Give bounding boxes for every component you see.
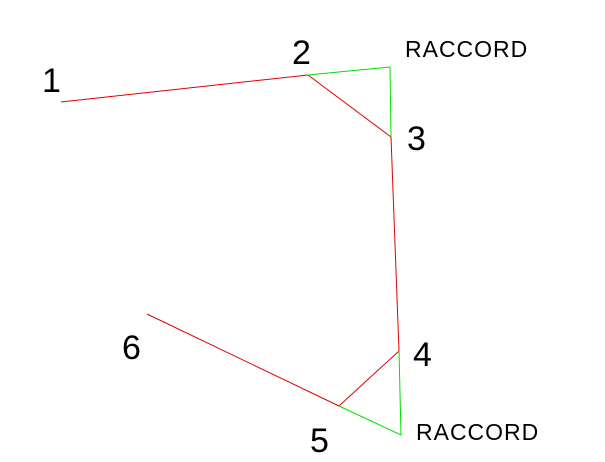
point-label-4: 4 [413, 336, 432, 374]
segment-1-2 [60, 74, 309, 103]
chord-2-3 [307, 74, 392, 138]
raccord-top-lines [307, 66, 392, 138]
point-label-6: 6 [122, 329, 141, 367]
raccord-label-bottom: RACCORD [416, 419, 539, 445]
point-label-1: 1 [42, 62, 61, 100]
point-label-2: 2 [292, 34, 311, 72]
point-label-5: 5 [310, 422, 329, 460]
raccord-bottom-lines [338, 350, 402, 436]
segment-5-6 [146, 313, 340, 407]
point-label-3: 3 [407, 120, 426, 158]
segment-3-4 [390, 136, 400, 352]
raccord-label-top: RACCORD [405, 36, 528, 62]
chord-4-5 [338, 350, 400, 407]
